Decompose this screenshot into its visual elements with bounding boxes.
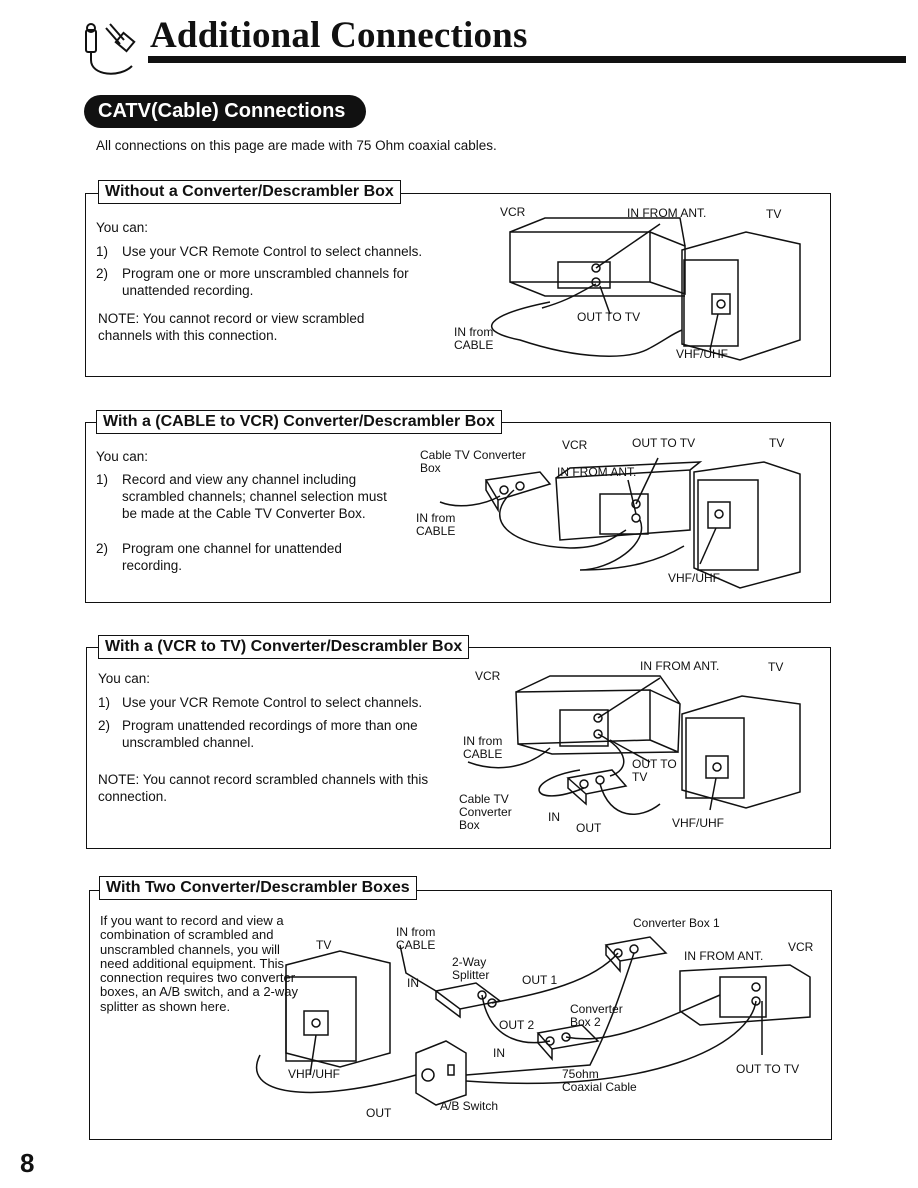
list-item-number: 2) — [96, 541, 109, 556]
tv-body — [286, 951, 390, 1067]
two-way-splitter-label: 2-Way Splitter — [452, 955, 490, 982]
out-to-tv-label: OUT TO TV — [632, 436, 696, 450]
list-item-number: 1) — [96, 244, 109, 259]
out-2-label: OUT 2 — [499, 1018, 535, 1032]
list-item-text: Program unattended recordings of more th… — [122, 718, 418, 750]
list-item-text: Record and view any channel including sc… — [122, 472, 387, 521]
section-two-converters — [89, 890, 832, 1140]
section-without-converter — [85, 193, 831, 377]
in-from-ant-label: IN FROM ANT. — [557, 465, 637, 479]
tv-label: TV — [766, 207, 782, 221]
vcr-body — [510, 232, 685, 296]
list-item-number: 1) — [96, 472, 109, 487]
in-from-cable-label: IN from CABLE — [454, 325, 494, 352]
note-text: NOTE: You cannot record or view scramble… — [98, 311, 365, 343]
vcr-label: VCR — [788, 940, 814, 954]
tv-label: TV — [769, 436, 785, 450]
intro-text: All connections on this page are made wi… — [96, 138, 497, 153]
vcr-label: VCR — [562, 438, 588, 452]
body-text: If you want to record and view a combina… — [100, 913, 298, 1014]
cable-tv-converter-box-label: Cable TV Converter Box — [420, 448, 526, 475]
section-heading: Without a Converter/Descrambler Box — [98, 180, 401, 204]
tv-label: TV — [316, 938, 332, 952]
converter-box — [486, 472, 550, 510]
in-from-ant-label: IN FROM ANT. — [684, 949, 764, 963]
in-from-ant-label: IN FROM ANT. — [627, 206, 707, 220]
vhf-uhf-label: VHF/UHF — [668, 571, 720, 585]
section-heading: With a (CABLE to VCR) Converter/Descramb… — [96, 410, 502, 434]
tv-body — [682, 696, 800, 808]
note-text: NOTE: You cannot record scrambled channe… — [98, 772, 429, 804]
in-2-label: IN — [493, 1046, 505, 1060]
in-from-cable-label: IN from CABLE — [396, 925, 436, 952]
out-label: OUT — [576, 821, 602, 835]
list-item-text: Use your VCR Remote Control to select ch… — [122, 244, 423, 259]
catv-badge: CATV(Cable) Connections — [84, 95, 366, 128]
you-can-label: You can: — [96, 220, 149, 235]
vcr-body — [680, 965, 810, 1025]
out-1-label: OUT 1 — [522, 973, 558, 987]
vhf-uhf-label: VHF/UHF — [676, 347, 728, 361]
in-from-ant-label: IN FROM ANT. — [640, 659, 720, 673]
in-from-cable-label: IN from CABLE — [416, 511, 456, 538]
tv-body — [694, 462, 800, 588]
list-item-number: 2) — [96, 266, 109, 281]
list-item-number: 1) — [98, 695, 111, 710]
diagram-vcr-to-tv — [460, 670, 810, 840]
cable-plug-icon — [80, 18, 150, 80]
tv-label: TV — [768, 660, 784, 674]
ab-switch — [416, 1041, 466, 1105]
page-number: 8 — [20, 1148, 35, 1178]
diagram-two-converters — [230, 925, 820, 1110]
list-item-text: Program one channel for unattended recor… — [122, 541, 342, 573]
converter-box-1 — [606, 937, 666, 971]
section-heading: With a (VCR to TV) Converter/Descrambler… — [98, 635, 470, 659]
you-can-label: You can: — [98, 671, 151, 686]
out-to-tv-label: OUT TO TV — [577, 310, 641, 324]
vcr-body — [516, 676, 680, 754]
ab-switch-label: A/B Switch — [440, 1099, 499, 1113]
in-from-cable-label: IN from CABLE — [463, 734, 503, 761]
in-label: IN — [548, 810, 560, 824]
list-item-text: Use your VCR Remote Control to select ch… — [122, 695, 423, 710]
out-to-tv-label: OUT TO TV — [632, 757, 677, 784]
list-item-number: 2) — [98, 718, 111, 733]
section-heading: With Two Converter/Descrambler Boxes — [99, 876, 417, 900]
page-title: Additional Connections — [150, 15, 528, 56]
vcr-body — [556, 462, 700, 540]
vhf-uhf-label: VHF/UHF — [672, 816, 724, 830]
diagram-cable-to-vcr — [410, 450, 820, 600]
vhf-uhf-label: VHF/UHF — [288, 1067, 340, 1081]
vcr-label: VCR — [500, 205, 526, 219]
converter-box-1-label: Converter Box 1 — [633, 916, 720, 930]
ohm-cable-label: 75ohm Coaxial Cable — [562, 1067, 637, 1094]
tv-body — [682, 232, 800, 360]
converter-box — [568, 770, 626, 804]
vcr-label: VCR — [475, 669, 501, 683]
diagram-without-converter — [450, 210, 820, 370]
out-to-tv-label: OUT TO TV — [736, 1062, 800, 1076]
list-item-text: Program one or more unscrambled channels… — [122, 266, 409, 298]
cable-tv-converter-box-label: Cable TV Converter Box — [459, 792, 512, 832]
title-rule — [148, 56, 906, 63]
you-can-label: You can: — [96, 449, 149, 464]
out-label: OUT — [366, 1106, 392, 1120]
